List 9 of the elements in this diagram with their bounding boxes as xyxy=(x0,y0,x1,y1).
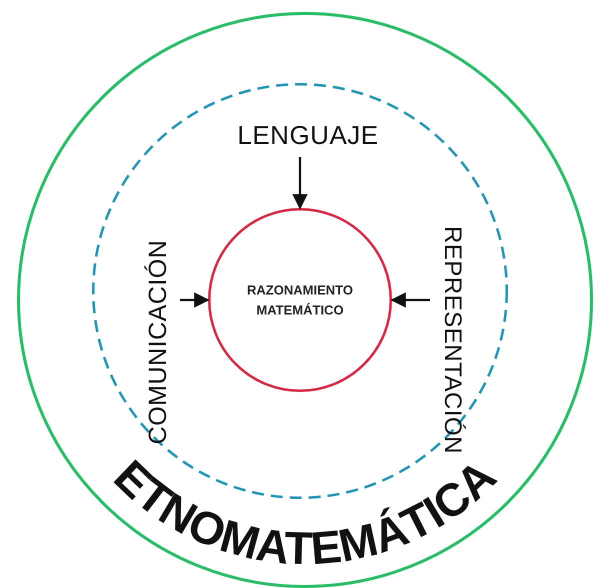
label-text: REPRESENTACIÓN xyxy=(435,220,469,460)
circle-label: RAZONAMIENTO MATEMÁTICO xyxy=(246,282,354,319)
outer-circle xyxy=(17,12,593,588)
label-text: LENGUAJE xyxy=(223,118,393,152)
arrow xyxy=(292,157,308,210)
center-circle xyxy=(208,208,392,392)
arrow xyxy=(180,292,210,308)
arrow xyxy=(390,292,430,308)
label-text: COMUNICACIÓN xyxy=(141,232,175,452)
